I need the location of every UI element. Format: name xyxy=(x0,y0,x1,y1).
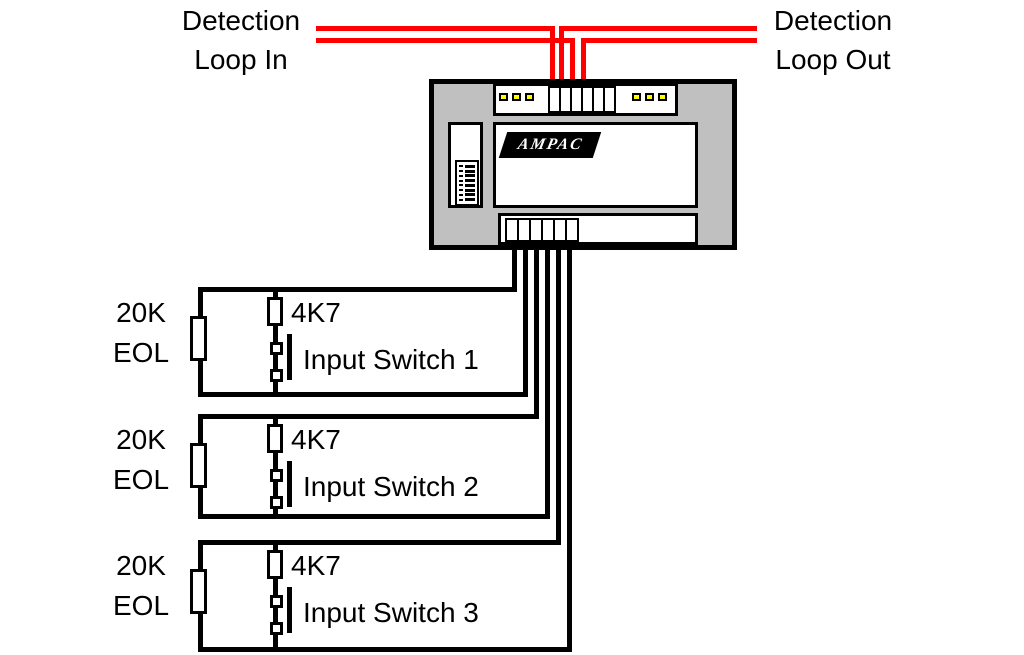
input-circuit-1: 20K EOL 4K7 Input Switch 1 xyxy=(0,287,1024,397)
switch-lever xyxy=(287,334,292,380)
ampac-logo: AMPAC xyxy=(498,132,602,158)
eol-label: 20K EOL xyxy=(103,293,179,373)
switch-contact-bottom xyxy=(270,496,283,509)
loop-in-wire-1 xyxy=(316,26,555,31)
terminal-cell xyxy=(583,88,592,111)
switch-contact-top xyxy=(270,469,283,482)
status-led-group-right xyxy=(632,93,667,101)
loop-out-line1: Detection xyxy=(773,5,893,36)
switch-contact-bottom xyxy=(270,622,283,635)
terminal-cell xyxy=(543,220,553,240)
switch-contact-top xyxy=(270,595,283,608)
status-led xyxy=(512,93,521,101)
loop-in-wire-2 xyxy=(316,38,575,43)
switch-label: Input Switch 1 xyxy=(303,344,479,375)
switch-label: Input Switch 3 xyxy=(303,597,479,628)
terminal-cell xyxy=(507,220,517,240)
switch-contact-top xyxy=(270,342,283,355)
loop-out-drop-2 xyxy=(581,38,586,84)
switch-label: Input Switch 2 xyxy=(303,471,479,502)
circuit-top-wire xyxy=(198,414,539,419)
eol-resistor xyxy=(190,443,207,488)
module-wire-4 xyxy=(545,243,550,519)
input-circuit-3: 20K EOL 4K7 Input Switch 3 xyxy=(0,540,1024,652)
loop-in-drop-1 xyxy=(550,26,555,84)
dip-switch-row xyxy=(459,183,475,187)
eol-resistor xyxy=(190,316,207,361)
terminal-cell xyxy=(550,88,559,111)
input-circuit-2: 20K EOL 4K7 Input Switch 2 xyxy=(0,414,1024,519)
terminal-cell xyxy=(605,88,614,111)
terminal-cell xyxy=(567,220,577,240)
terminal-cell xyxy=(594,88,603,111)
resistor-label: 4K7 xyxy=(291,297,341,328)
module-wire-3 xyxy=(534,243,539,419)
status-led xyxy=(525,93,534,101)
resistor-label: 4K7 xyxy=(291,550,341,581)
module-wire-2 xyxy=(523,243,528,397)
terminal-cell xyxy=(561,88,570,111)
loop-in-line1: Detection xyxy=(181,5,301,36)
status-led-group-left xyxy=(499,93,534,101)
switch-lever xyxy=(287,587,292,633)
circuit-top-wire xyxy=(198,540,561,545)
eol-label: 20K EOL xyxy=(103,420,179,500)
eol-value: 20K xyxy=(116,424,166,455)
dip-switch-row xyxy=(459,179,475,183)
circuit-bottom-wire xyxy=(198,647,572,652)
loop-out-line2: Loop Out xyxy=(775,44,891,75)
eol-value: 20K xyxy=(116,297,166,328)
status-led xyxy=(658,93,667,101)
module-wire-5 xyxy=(556,243,561,545)
eol-text: EOL xyxy=(112,590,170,621)
loop-out-label: Detection Loop Out xyxy=(752,1,914,79)
circuit-top-wire xyxy=(198,287,517,292)
module-wire-6 xyxy=(567,243,572,652)
loop-out-wire-1 xyxy=(559,26,757,31)
series-resistor xyxy=(267,297,283,326)
circuit-bottom-wire xyxy=(198,514,550,519)
circuit-branch-wire xyxy=(273,414,278,519)
series-resistor xyxy=(267,424,283,453)
brand-text: AMPAC xyxy=(515,136,585,153)
loop-out-drop-1 xyxy=(559,26,564,84)
dip-switch-row xyxy=(459,193,475,197)
loop-in-label: Detection Loop In xyxy=(160,1,322,79)
loop-in-line2: Loop In xyxy=(194,44,288,75)
terminal-cell xyxy=(519,220,529,240)
top-terminal-block xyxy=(548,86,616,113)
dip-switch-row xyxy=(459,198,475,202)
switch-lever xyxy=(287,461,292,507)
dip-switch-row xyxy=(459,169,475,173)
terminal-cell xyxy=(555,220,565,240)
status-led xyxy=(499,93,508,101)
dip-switch-row xyxy=(459,188,475,192)
status-led xyxy=(645,93,654,101)
circuit-bottom-wire xyxy=(198,392,528,397)
loop-in-drop-2 xyxy=(570,38,575,84)
dip-switch xyxy=(455,160,479,206)
eol-value: 20K xyxy=(116,550,166,581)
eol-label: 20K EOL xyxy=(103,546,179,626)
switch-contact-bottom xyxy=(270,369,283,382)
eol-resistor xyxy=(190,569,207,614)
dip-switch-row xyxy=(459,174,475,178)
bottom-terminal-block xyxy=(505,218,579,242)
dip-switch-row xyxy=(459,164,475,168)
status-led xyxy=(632,93,641,101)
terminal-cell xyxy=(531,220,541,240)
loop-out-wire-2 xyxy=(581,38,757,43)
eol-text: EOL xyxy=(112,464,170,495)
terminal-cell xyxy=(572,88,581,111)
series-resistor xyxy=(267,550,283,579)
resistor-label: 4K7 xyxy=(291,424,341,455)
eol-text: EOL xyxy=(112,337,170,368)
module-wire-1 xyxy=(512,243,517,292)
